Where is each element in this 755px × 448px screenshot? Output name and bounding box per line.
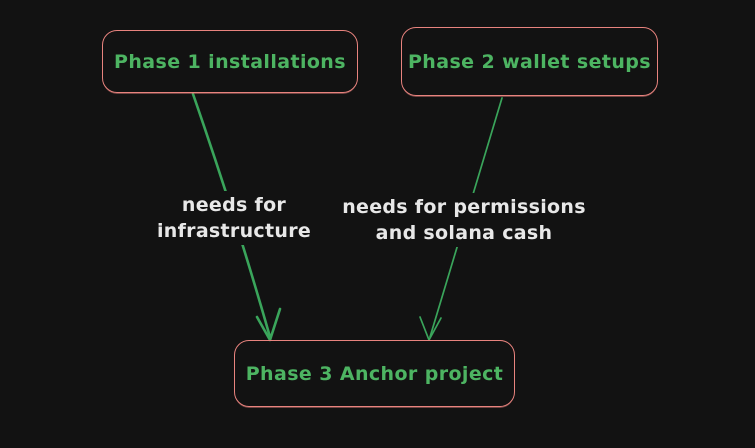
edge-label-line: needs for permissions — [342, 196, 586, 218]
edge-label-line: needs for — [181, 194, 287, 216]
node-phase1-installations: Phase 1 installations — [102, 30, 358, 93]
edge-label-line: infrastructure — [156, 220, 312, 242]
arrowhead-icon — [255, 307, 282, 342]
node-label: Phase 2 wallet setups — [407, 50, 651, 73]
node-label: Phase 3 Anchor project — [245, 362, 504, 385]
node-label: Phase 1 installations — [114, 50, 346, 73]
edge-label-line: and solana cash — [375, 222, 553, 244]
node-phase3-anchor-project: Phase 3 Anchor project — [234, 340, 515, 407]
edge-label-phase2-phase3: needs for permissions and solana cash — [337, 193, 591, 247]
node-phase2-wallet-setups: Phase 2 wallet setups — [401, 27, 658, 96]
edge-label-phase1-phase3: needs for infrastructure — [151, 191, 317, 245]
arrowhead-icon — [419, 316, 442, 341]
